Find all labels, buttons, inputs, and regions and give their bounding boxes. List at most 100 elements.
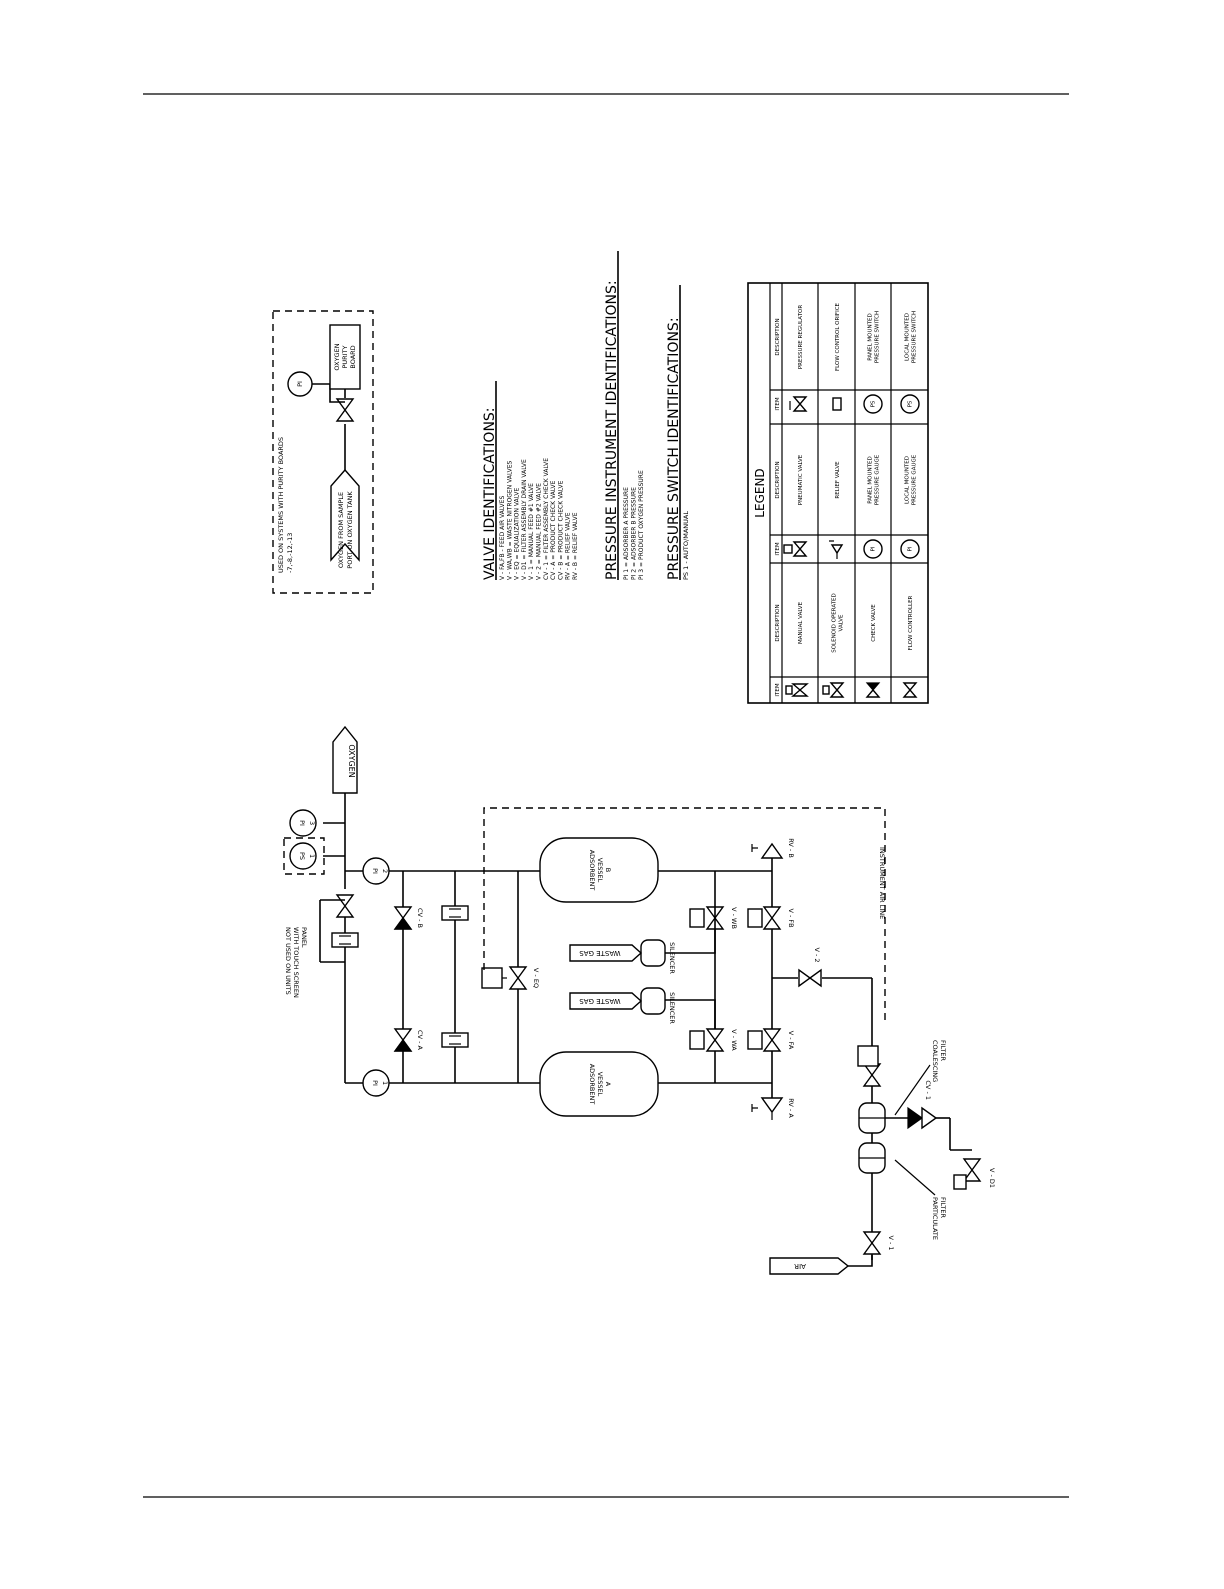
- legend-description: CHECK VALVE: [871, 604, 877, 642]
- cv-1-check-valve: [907, 1106, 924, 1130]
- legend-header: ITEM: [775, 683, 781, 696]
- svg-text:PI: PI: [298, 820, 306, 826]
- svg-text:1: 1: [381, 1081, 389, 1085]
- legend-description: SOLENOID OPERATED: [832, 593, 838, 653]
- legend-description: RELIEF VALVE: [835, 461, 841, 499]
- svg-text:WASTE GAS: WASTE GAS: [579, 949, 621, 957]
- legend-description: PRESSURE REGULATOR: [798, 305, 804, 369]
- flow-orifice: [331, 932, 359, 948]
- svg-text:PURITY: PURITY: [341, 345, 349, 368]
- ps-1-box: [283, 837, 325, 875]
- rv-b-relief-valve: [760, 842, 784, 859]
- air-inlet-arrow: [769, 1257, 850, 1275]
- valve-id-item: RV - A = RELIEF VALVE: [565, 512, 572, 580]
- v-eq-actuator: [481, 967, 503, 989]
- valve-id-item: V - FA,FB - FEED AIR VALVES: [499, 496, 506, 580]
- ps-1-switch: [289, 842, 317, 870]
- legend-description: FLOW CONTROL ORIFICE: [835, 302, 841, 371]
- svg-text:RV - B: RV - B: [787, 838, 795, 858]
- cv-b-check-valve: [394, 906, 412, 930]
- particulate-filter-label: PARTICULATE: [931, 1197, 939, 1240]
- instrument-air-label: INSTRUMENT AIR LINE: [878, 847, 886, 919]
- pressure-id-item: PI 3 = PRODUCT OXYGEN PRESSURE: [638, 470, 645, 580]
- svg-text:BOARD: BOARD: [349, 345, 357, 368]
- svg-text:3: 3: [308, 821, 316, 825]
- valve-id-item: CV - 1 = FILTER ASSEMBLY CHECK VALVE: [543, 458, 550, 580]
- purity-board-box: USED ON SYSTEMS WITH PURITY BOARDS -7,-8…: [272, 310, 374, 594]
- identification-notes: VALVE IDENTIFICATIONS: V - FA,FB - FEED …: [482, 251, 690, 580]
- legend-description: MANUAL VALVE: [798, 601, 804, 644]
- svg-text:-7,-8,-12,-13: -7,-8,-12,-13: [286, 533, 294, 573]
- svg-text:PANEL: PANEL: [300, 927, 308, 948]
- svg-text:PI: PI: [371, 1080, 379, 1086]
- adsorbent-vessel-b: [539, 837, 659, 903]
- pi-3-gauge: [289, 809, 317, 837]
- svg-text:USED ON SYSTEMS WITH PURITY BO: USED ON SYSTEMS WITH PURITY BOARDS: [277, 437, 285, 573]
- pressure-id-item: PI 2 = ADSORBER B PRESSURE: [631, 487, 638, 580]
- svg-text:PS: PS: [908, 400, 914, 407]
- v-wa-valve: [706, 1028, 724, 1052]
- legend-description: PRESSURE GAUGE: [875, 454, 881, 505]
- legend-description: VALVE: [839, 614, 845, 631]
- svg-text:PI: PI: [871, 546, 877, 551]
- v-eq-valve: [509, 966, 527, 990]
- switch-id-item: PS 1 - AUTO/MANUAL: [682, 511, 690, 580]
- svg-text:OXYGEN: OXYGEN: [333, 343, 341, 370]
- svg-text:SILENCER: SILENCER: [668, 992, 676, 1024]
- svg-text:V - FA: V - FA: [787, 1031, 795, 1050]
- svg-text:1: 1: [308, 854, 316, 858]
- switch-ids-title: PRESSURE SWITCH IDENTIFICATIONS:: [666, 317, 682, 580]
- svg-text:SILENCER: SILENCER: [668, 942, 676, 974]
- svg-text:CV - A: CV - A: [416, 1030, 424, 1050]
- svg-text:V - 1: V - 1: [887, 1235, 895, 1250]
- pressure-ids-title: PRESSURE INSTRUMENT IDENTIFICATIONS:: [604, 280, 620, 580]
- v-1-valve: [863, 1231, 881, 1255]
- legend-description: PRESSURE SWITCH: [912, 311, 918, 363]
- legend-table: LEGEND ITEM DESCRIPTION ITEM DESCRIPTION ITE…: [747, 282, 929, 704]
- pi-1-gauge: [362, 1069, 390, 1097]
- svg-text:FILTER: FILTER: [939, 1197, 947, 1218]
- oxygen-sample-arrow: [330, 468, 360, 562]
- svg-text:RV - A: RV - A: [787, 1098, 795, 1118]
- legend-description: LOCAL MOUNTED: [905, 313, 911, 361]
- valve-id-item: V - WA,WB = WASTE NITROGEN VALVES: [506, 460, 513, 580]
- legend-header: DESCRIPTION: [775, 318, 781, 355]
- svg-text:2: 2: [381, 869, 389, 873]
- silencer-b: [640, 939, 666, 967]
- valve-id-item: V - EQ = EQUALIZATION VALVE: [514, 488, 521, 580]
- legend-header: ITEM: [775, 542, 781, 555]
- oxygen-outlet-arrow: [332, 725, 358, 794]
- svg-text:PI: PI: [296, 381, 304, 387]
- not-used-note: NOT USED ON UNITS: [284, 927, 292, 995]
- svg-text:CV - 1: CV - 1: [924, 1080, 932, 1100]
- svg-text:V - EQ: V - EQ: [532, 968, 540, 988]
- v-fa-valve: [763, 1028, 781, 1052]
- svg-text:CV - B: CV - B: [416, 908, 424, 928]
- cv-a-check-valve: [394, 1028, 412, 1052]
- svg-text:FILTER: FILTER: [939, 1040, 947, 1061]
- svg-text:OXYGEN FROM SAMPLE: OXYGEN FROM SAMPLE: [337, 492, 345, 568]
- legend-title: LEGEND: [753, 468, 767, 517]
- svg-text:PORT ON OXYGEN TANK: PORT ON OXYGEN TANK: [346, 491, 354, 569]
- legend-header: DESCRIPTION: [775, 604, 781, 641]
- legend-description: FLOW CONTROLLER: [908, 595, 914, 650]
- air-label: AIR: [794, 1262, 806, 1270]
- oxygen-label: OXYGEN: [347, 744, 356, 777]
- v-fb-valve: [763, 906, 781, 930]
- valve-id-item: CV - B = PRODUCT CHECK VALVE: [557, 480, 564, 580]
- legend-description: LOCAL MOUNTED: [905, 456, 911, 504]
- legend-header: ITEM: [775, 397, 781, 410]
- legend-description: PANEL MOUNTED: [868, 456, 874, 503]
- orifice-a: [441, 1032, 469, 1048]
- svg-text:PS: PS: [871, 400, 877, 407]
- legend-description: PRESSURE GAUGE: [912, 454, 918, 505]
- svg-text:B: B: [604, 868, 612, 872]
- svg-text:V - FB: V - FB: [787, 908, 795, 927]
- svg-text:PI: PI: [371, 868, 379, 874]
- svg-text:ADSORBENT: ADSORBENT: [588, 1064, 596, 1105]
- filter-outlet-valve: [863, 1063, 881, 1087]
- svg-text:WITH TOUCH SCREEN: WITH TOUCH SCREEN: [292, 927, 300, 998]
- svg-text:V - D1: V - D1: [988, 1168, 996, 1188]
- waste-gas-arrow-b: [569, 944, 643, 962]
